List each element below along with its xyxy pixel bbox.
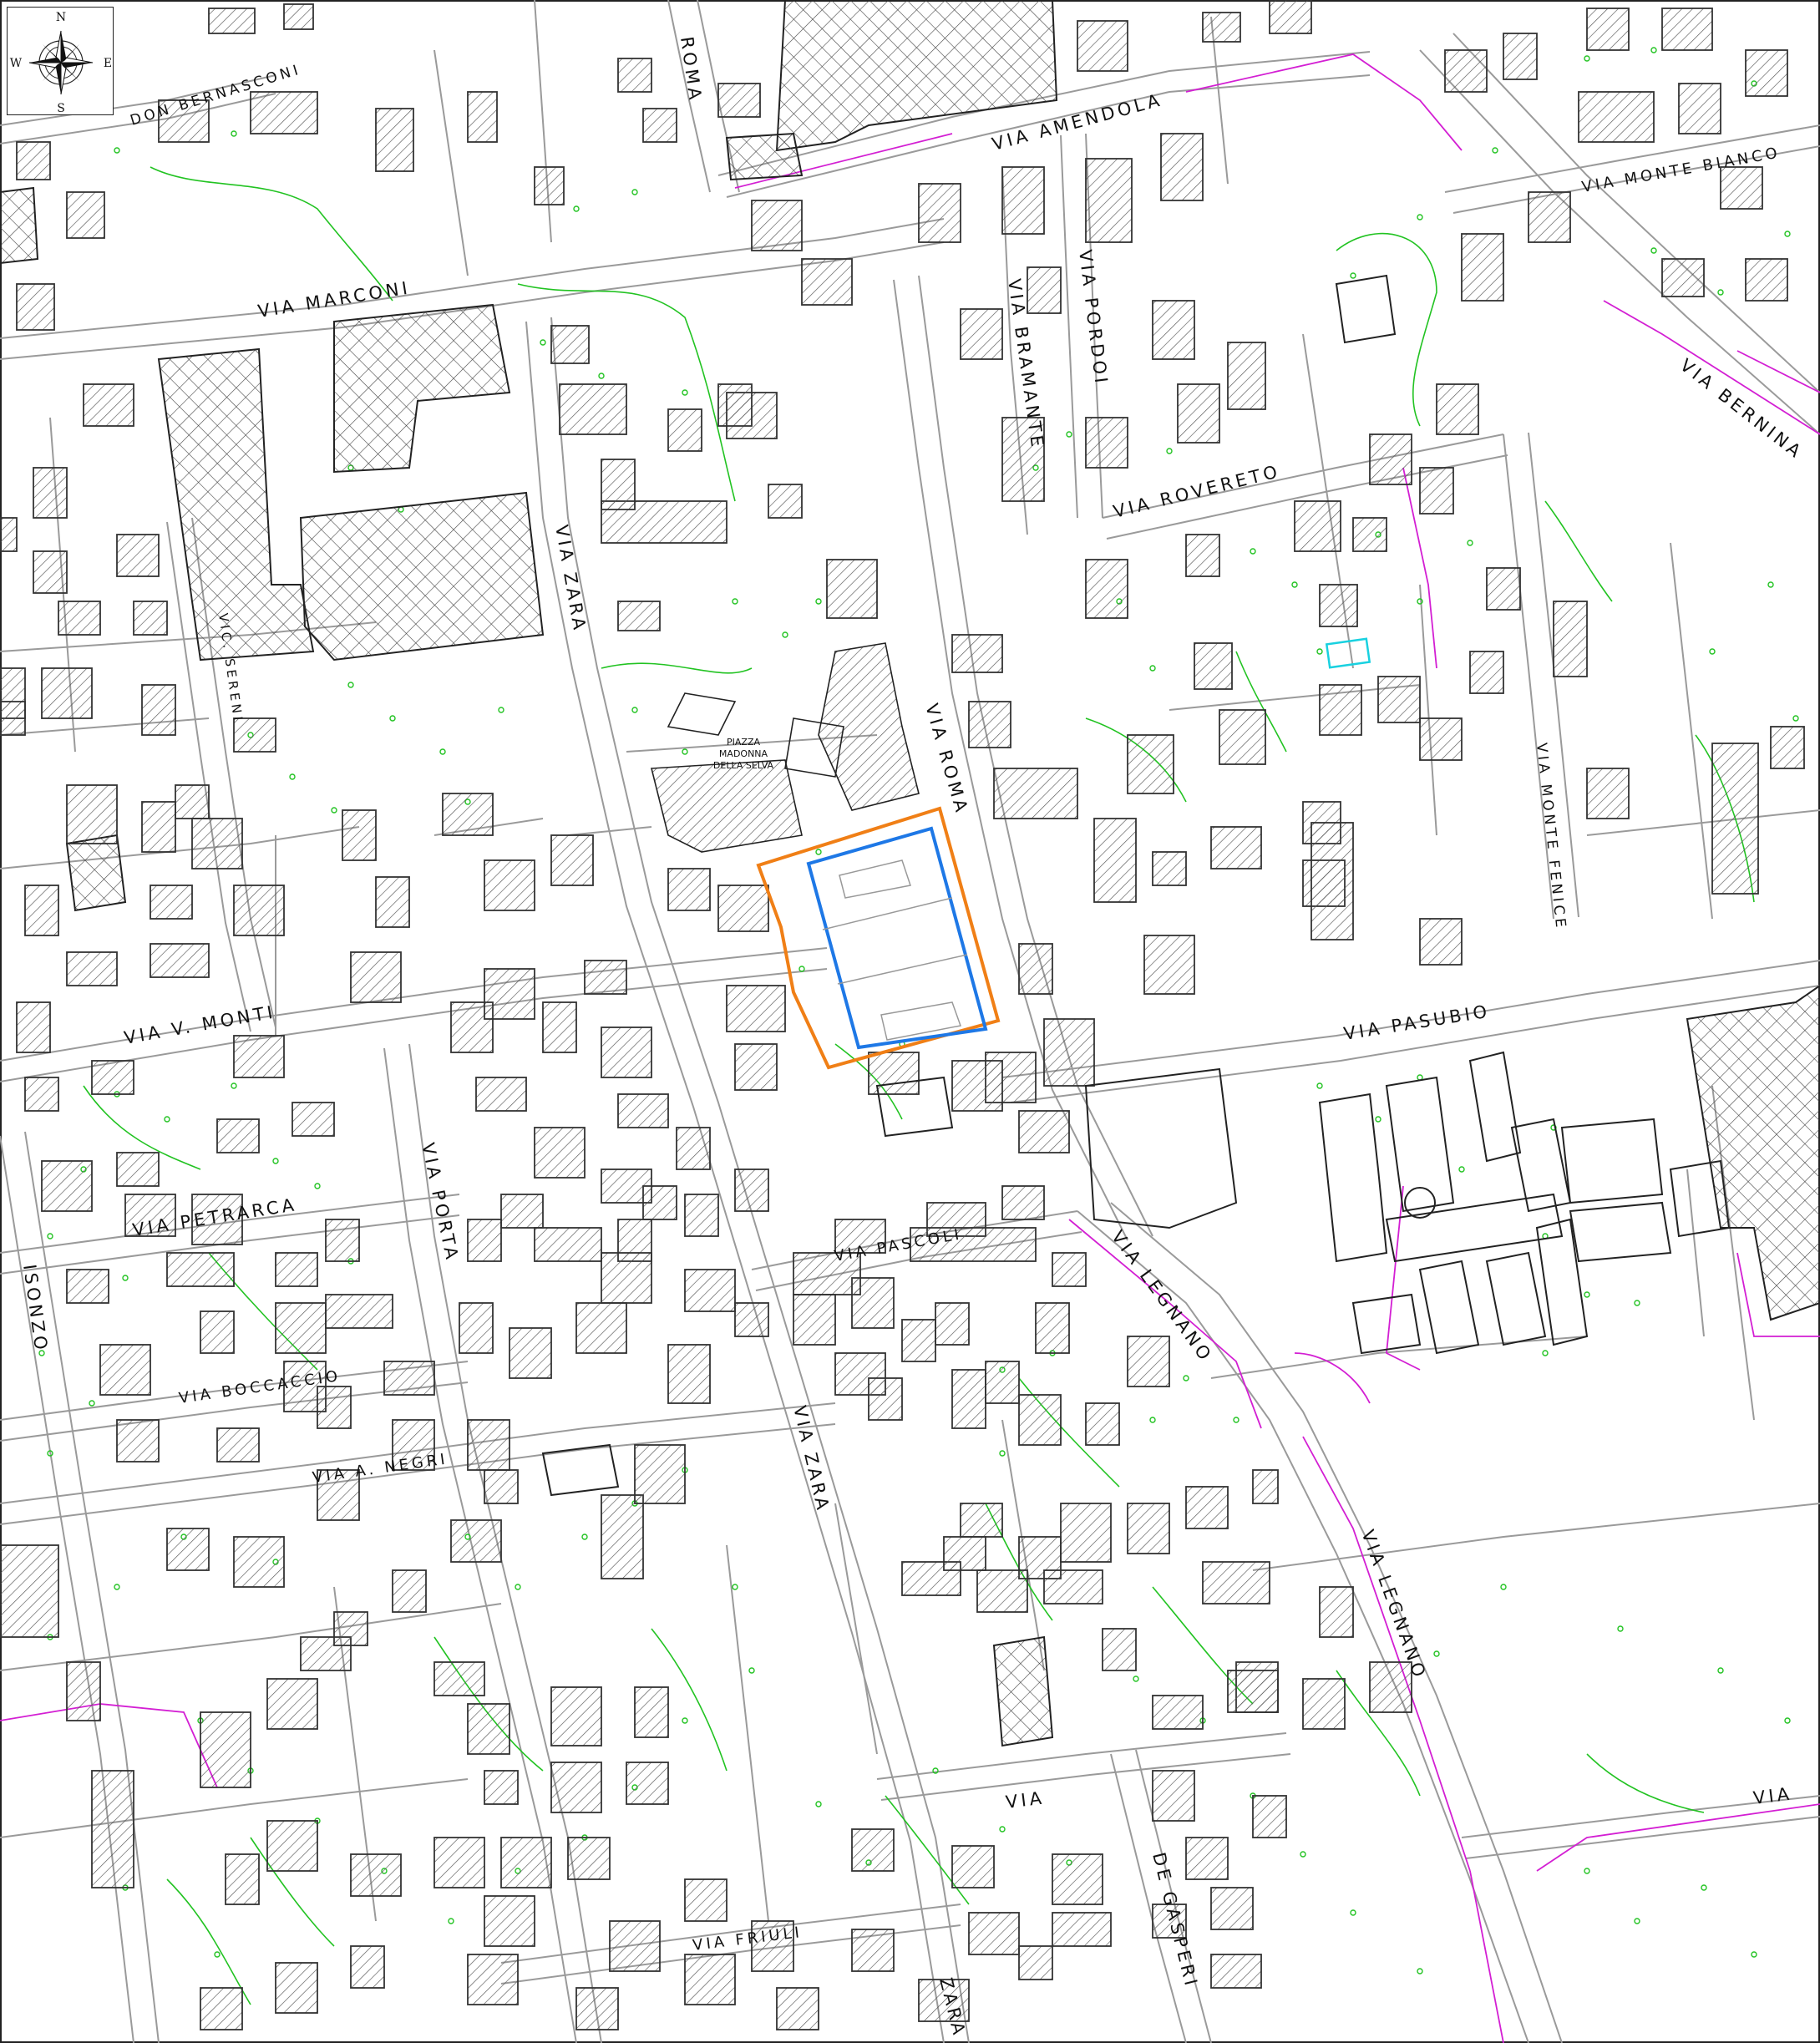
compass-icon: N S E W [10, 11, 112, 115]
pool [1325, 637, 1371, 669]
field-markings [822, 859, 968, 1041]
large-buildings [0, 0, 1820, 1747]
compass-south: S [57, 102, 65, 115]
street-label: VIA [1005, 1787, 1047, 1812]
piazza-line3: DELLA SELVA [713, 760, 774, 771]
blue-sports-field[interactable] [806, 826, 988, 1050]
green-areas [83, 166, 1755, 2005]
piazza-label: PIAZZA MADONNA DELLA SELVA [713, 737, 774, 771]
project-area[interactable] [756, 806, 1001, 1070]
church-block [650, 642, 920, 853]
compass-rose: N S E W [7, 7, 114, 115]
orange-boundary[interactable] [756, 806, 1001, 1070]
street-label: VIA [1752, 1783, 1794, 1808]
compass-west: W [10, 57, 23, 70]
compass-north: N [56, 11, 66, 24]
compass-east: E [104, 57, 112, 70]
piazza-line1: PIAZZA [727, 737, 760, 748]
piazza-line2: MADONNA [719, 748, 768, 759]
outline-buildings [541, 274, 1731, 1497]
